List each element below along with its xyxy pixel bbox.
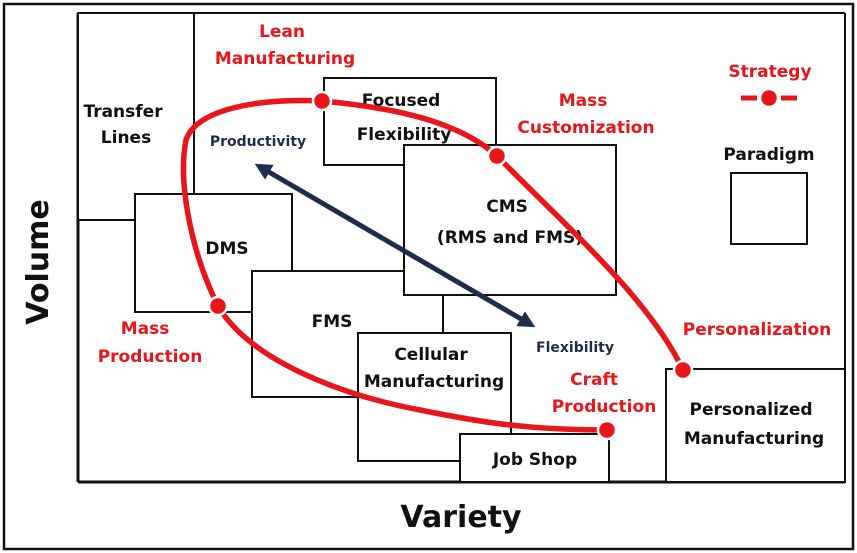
legend-paradigm-label: Paradigm: [723, 145, 814, 165]
paradigm-label-job-shop: Job Shop: [492, 450, 577, 470]
paradigm-label-dms: DMS: [205, 239, 248, 259]
paradigm-label-personalized: Personalized Manufacturing: [684, 400, 824, 449]
arrow-label-flexibility: Flexibility: [536, 340, 614, 356]
arrow-label-productivity: Productivity: [210, 134, 306, 150]
paradigm-label-transfer-lines: Transfer Lines: [83, 102, 168, 148]
legend: Strategy Paradigm: [723, 62, 815, 245]
legend-strategy-label: Strategy: [728, 62, 811, 82]
strategy-evolution-loop: [180, 97, 686, 433]
paradigm-box-personalized: [665, 368, 846, 483]
strategy-label-mass-production: Mass Production: [98, 319, 203, 367]
legend-strategy-dot: [758, 87, 780, 109]
strategy-dot-craft-production: [596, 419, 618, 441]
strategy-label-mass-customization: Mass Customization: [517, 91, 654, 138]
y-axis-label: Volume: [21, 199, 56, 324]
legend-paradigm-box: [730, 172, 808, 245]
paradigm-label-focused-flexibility: Focused Flexibility: [357, 91, 452, 145]
strategy-dot-personalization: [672, 359, 694, 381]
strategy-dot-mass-customization: [486, 145, 508, 167]
strategy-label-lean: Lean Manufacturing: [215, 22, 355, 69]
productivity-flexibility-arrow: [254, 163, 536, 328]
paradigm-label-cellular: Cellular Manufacturing: [364, 345, 504, 392]
strategy-label-personalization: Personalization: [683, 320, 832, 340]
paradigm-box-job-shop: [459, 433, 610, 483]
strategy-dot-lean: [311, 90, 333, 112]
strategy-label-craft-production: Craft Production: [552, 370, 657, 417]
x-axis-label: Variety: [400, 500, 522, 535]
strategy-dot-mass-production: [207, 295, 229, 317]
paradigm-label-fms: FMS: [312, 312, 353, 332]
